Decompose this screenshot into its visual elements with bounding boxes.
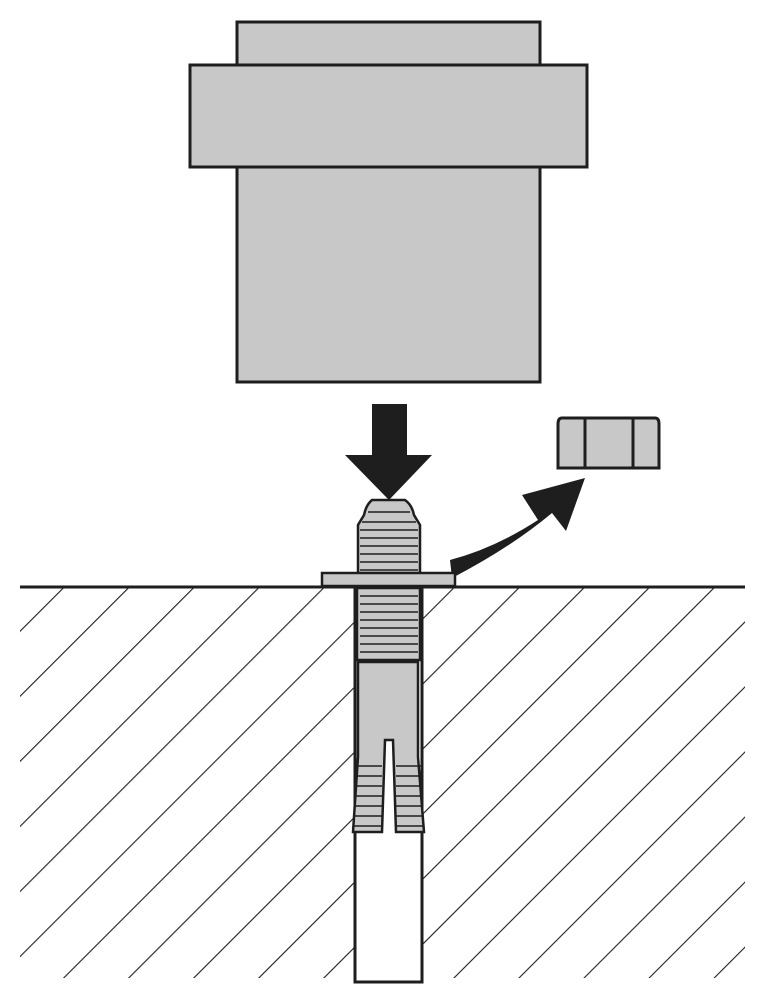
curved-arrow-icon (450, 478, 585, 578)
expansion-sleeve (351, 660, 426, 834)
stopper-body (235, 165, 542, 384)
stopper-flange (188, 63, 589, 169)
anchor-bolt (320, 498, 457, 834)
door-stopper (188, 20, 589, 384)
down-arrow-icon (345, 404, 432, 500)
stopper-cap (235, 20, 542, 67)
hex-nut (556, 416, 661, 470)
washer (320, 571, 457, 588)
